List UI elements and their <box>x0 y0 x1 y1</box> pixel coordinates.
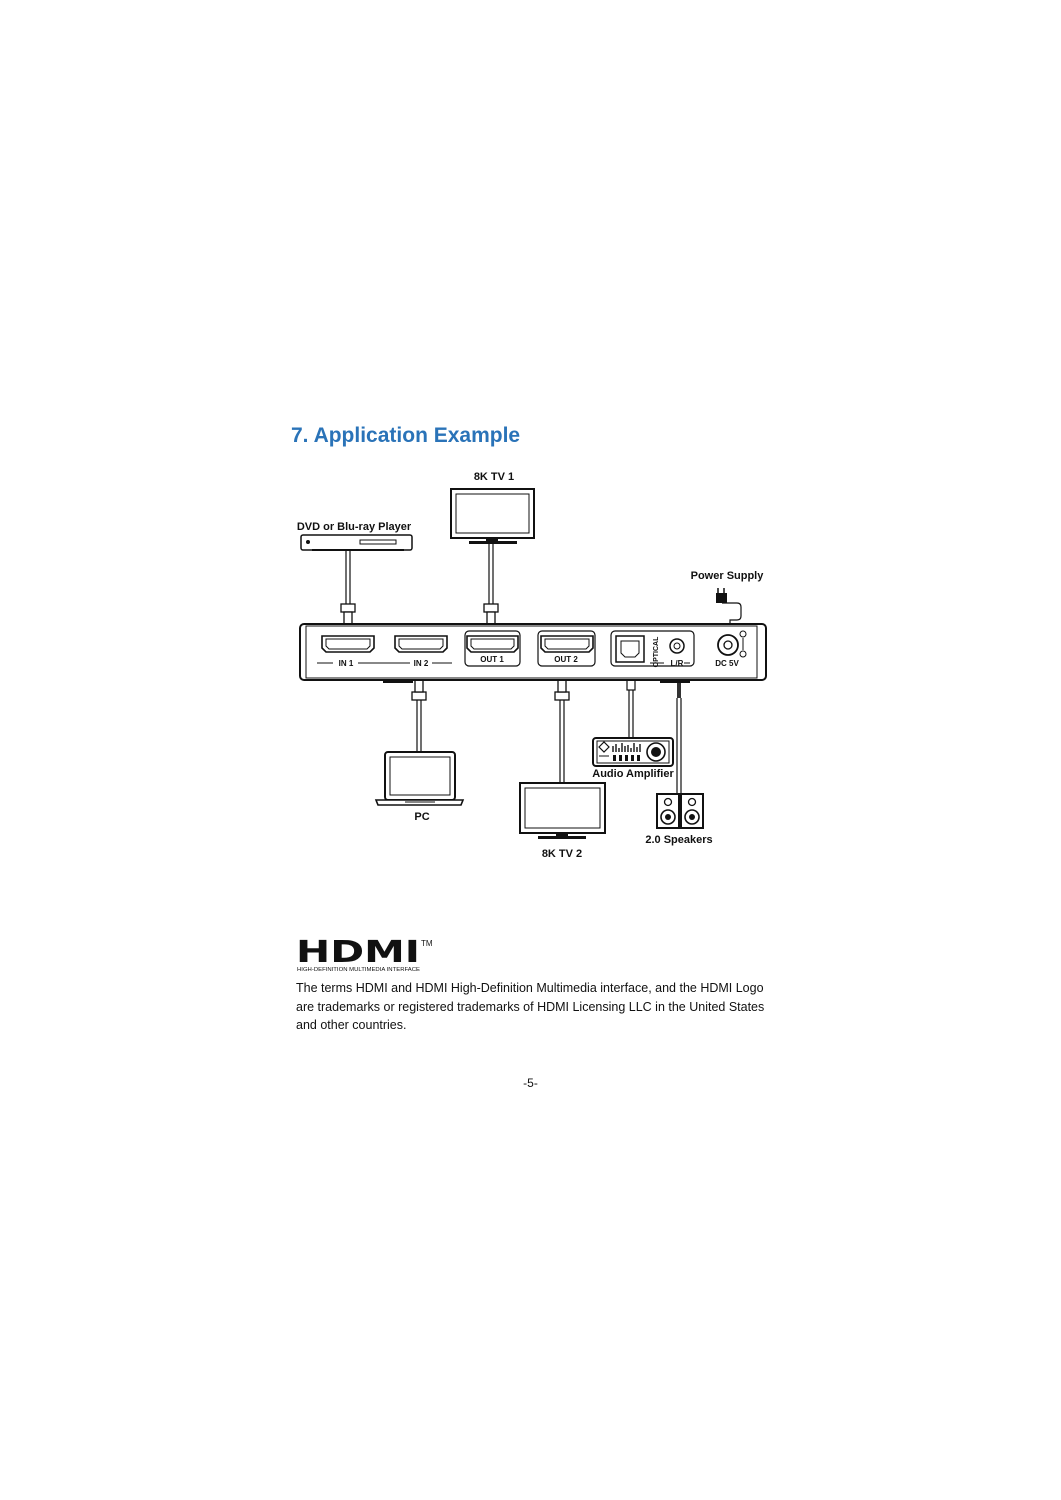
hdmi-logo: HDMI TM HIGH-DEFINITION MULTIMEDIA INTER… <box>296 935 436 981</box>
player-icon <box>300 534 413 551</box>
cable-lr-speakers <box>676 698 682 799</box>
port-in2-label: IN 2 <box>414 659 429 668</box>
audio-panel <box>610 630 695 667</box>
cable-optical-amp <box>628 690 634 738</box>
amplifier-icon <box>592 737 674 767</box>
cable-player-in1 <box>345 551 351 604</box>
jack-plug <box>677 672 681 698</box>
port-lr-label: L/R <box>671 659 684 668</box>
application-diagram: 8K TV 1 DVD or Blu-ray Player Power Supp… <box>297 471 767 860</box>
port-in2 <box>394 635 448 653</box>
speakers-icon <box>656 793 704 829</box>
port-out2-frame <box>537 630 596 667</box>
hdmi-logo-wordmark: HDMI <box>296 936 420 970</box>
hdmi-plug-out2 <box>554 679 570 701</box>
port-dc-label: DC 5V <box>715 659 739 668</box>
dc-jack <box>717 630 747 658</box>
port-in1-label: IN 1 <box>339 659 354 668</box>
cable-in2-pc <box>416 700 422 753</box>
speakers-label: 2.0 Speakers <box>645 834 712 846</box>
port-out2-label: OUT 2 <box>554 655 578 664</box>
port-optical-label: OPTICAL <box>653 636 660 667</box>
hdmi-plug-in1 <box>340 603 356 625</box>
pc-label: PC <box>414 811 429 823</box>
hdmi-logo-mark: HDMI TM HIGH-DEFINITION MULTIMEDIA INTER… <box>296 935 433 973</box>
power-adapter-icon <box>716 588 727 603</box>
hdmi-logo-tagline: HIGH-DEFINITION MULTIMEDIA INTERFACE <box>297 967 421 973</box>
trademark-note: The terms HDMI and HDMI High-Definition … <box>296 981 765 1032</box>
port-out1-label: OUT 1 <box>480 655 504 664</box>
cable-out2-tv2 <box>559 700 565 783</box>
hdmi-logo-tm: TM <box>421 939 433 948</box>
section-title: 7. Application Example <box>291 424 521 447</box>
hdmi-plug-out1 <box>483 603 499 625</box>
power-label: Power Supply <box>691 570 765 582</box>
page-number: -5- <box>523 1076 538 1090</box>
port-out1-frame <box>464 630 521 667</box>
cable-tv1-out1 <box>488 539 494 604</box>
tv2-icon <box>519 782 606 839</box>
switcher-chassis <box>299 623 767 683</box>
hdmi-plug-in2 <box>411 679 427 701</box>
cables <box>345 539 742 799</box>
tv1-label: 8K TV 1 <box>474 471 514 483</box>
tv2-label: 8K TV 2 <box>542 848 582 860</box>
tv1-icon <box>450 488 535 544</box>
player-label: DVD or Blu-ray Player <box>297 521 412 533</box>
cable-power <box>722 602 742 630</box>
port-in1 <box>321 635 375 653</box>
pc-icon <box>374 751 465 806</box>
amplifier-label: Audio Amplifier <box>592 768 674 780</box>
